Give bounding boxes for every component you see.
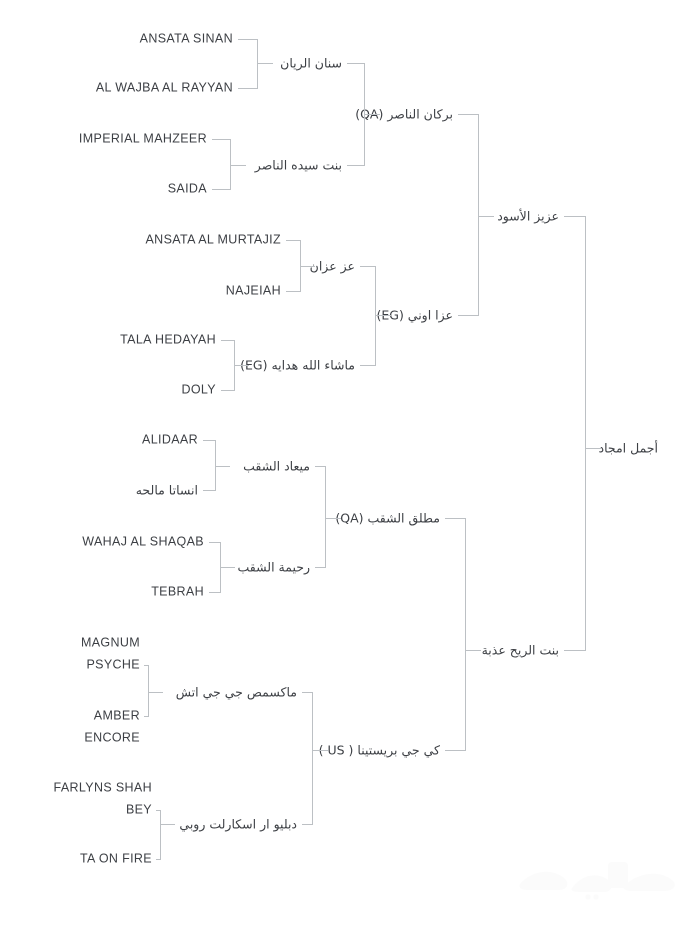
connector-line <box>302 692 312 693</box>
pedigree-node-gen2: رحيمة الشقب <box>237 559 310 575</box>
pedigree-node-leaf: TALA HEDAYAH <box>120 332 216 347</box>
pedigree-node-gen4: عزيز الأسود <box>497 208 559 224</box>
connector-line <box>300 266 315 267</box>
connector-line <box>445 518 465 519</box>
pedigree-node-gen4: بنت الريح عذبة <box>481 642 559 658</box>
connector-line <box>564 216 585 217</box>
connector-line <box>465 518 466 751</box>
connector-line <box>360 365 375 366</box>
pedigree-node-leaf: AL WAJBA AL RAYYAN <box>95 80 233 95</box>
pedigree-node-leaf: TA ON FIRE <box>79 851 152 866</box>
pedigree-node-gen2: سنان الريان <box>280 55 342 71</box>
pedigree-node-gen2: بنت سيده الناصر <box>254 157 342 173</box>
connector-line <box>375 266 376 366</box>
connector-line <box>220 567 235 568</box>
connector-line <box>156 810 160 811</box>
connector-line <box>286 240 300 241</box>
pedigree-node-leaf: FARLYNS SHAH <box>53 780 152 795</box>
pedigree-node-leaf: انساتا مالحه <box>135 482 198 498</box>
pedigree-node-gen2: ماكسمص جي جي اتش <box>175 684 297 700</box>
pedigree-node-gen2: ميعاد الشقب <box>243 458 310 474</box>
pedigree-node-gen2: ماشاء الله هدايه (EG) <box>240 357 355 373</box>
pedigree-node-leaf: ANSATA AL MURTAJIZ <box>145 232 281 247</box>
connector-line <box>238 88 257 89</box>
pedigree-node-leaf-line2: BEY <box>125 802 152 817</box>
connector-line <box>302 824 312 825</box>
connector-line <box>144 665 148 666</box>
connector-line <box>230 165 246 166</box>
connector-line <box>478 114 479 316</box>
connector-line <box>238 39 257 40</box>
connector-line <box>257 39 258 89</box>
pedigree-node-leaf: ALIDAAR <box>142 432 198 447</box>
pedigree-node-leaf: MAGNUM <box>80 635 140 650</box>
connector-line <box>458 315 478 316</box>
connector-line <box>286 291 300 292</box>
connector-line <box>215 466 230 467</box>
connector-line <box>445 750 465 751</box>
connector-line <box>234 365 249 366</box>
connector-line <box>564 650 585 651</box>
connector-line <box>209 542 220 543</box>
connector-line <box>478 216 494 217</box>
pedigree-node-leaf: AMBER <box>93 708 140 723</box>
pedigree-node-leaf: NAJEIAH <box>225 283 281 298</box>
pedigree-node-leaf-line2: PSYCHE <box>86 657 140 672</box>
pedigree-node-leaf-line2: ENCORE <box>84 730 140 745</box>
connector-line <box>325 518 341 519</box>
connector-line <box>156 859 160 860</box>
connector-line <box>160 810 161 860</box>
connector-line <box>203 440 215 441</box>
connector-line <box>209 592 220 593</box>
pedigree-node-root: أجمل امجاد <box>598 440 658 456</box>
connector-line <box>212 139 230 140</box>
pedigree-node-leaf: TEBRAH <box>151 584 204 599</box>
connector-line <box>144 716 148 717</box>
connector-line <box>325 466 326 568</box>
pedigree-node-leaf: ANSATA SINAN <box>139 31 233 46</box>
connector-line <box>312 692 313 825</box>
connector-line <box>458 114 478 115</box>
connector-line <box>221 340 234 341</box>
connector-line <box>347 165 364 166</box>
pedigree-node-gen3: مطلق الشقب (QA) <box>335 510 440 526</box>
connector-line <box>347 63 364 64</box>
connector-line <box>585 448 601 449</box>
connector-line <box>465 650 481 651</box>
connector-line <box>315 466 325 467</box>
connector-line <box>315 567 325 568</box>
pedigree-node-leaf: IMPERIAL MAHZEER <box>78 131 207 146</box>
connector-line <box>212 189 230 190</box>
pedigree-node-gen2: عز عزان <box>309 258 355 274</box>
connector-line <box>148 692 163 693</box>
pedigree-node-gen2: دبليو ار اسكارلت روبي <box>179 816 297 832</box>
connector-line <box>148 665 149 717</box>
pedigree-node-gen3: كي جي بريستينا ( US ) <box>318 742 440 758</box>
connector-line <box>221 390 234 391</box>
connector-line <box>230 139 231 190</box>
connector-line <box>375 315 391 316</box>
connector-line <box>312 750 328 751</box>
pedigree-node-leaf: DOLY <box>181 382 216 397</box>
connector-line <box>364 114 380 115</box>
watermark-logo <box>512 850 682 902</box>
connector-line <box>215 440 216 491</box>
pedigree-node-leaf: SAIDA <box>167 181 207 196</box>
connector-line <box>360 266 375 267</box>
connector-line <box>203 490 215 491</box>
connector-line <box>585 216 586 651</box>
pedigree-node-leaf: WAHAJ AL SHAQAB <box>82 534 204 549</box>
connector-line <box>160 824 175 825</box>
connector-line <box>257 63 273 64</box>
